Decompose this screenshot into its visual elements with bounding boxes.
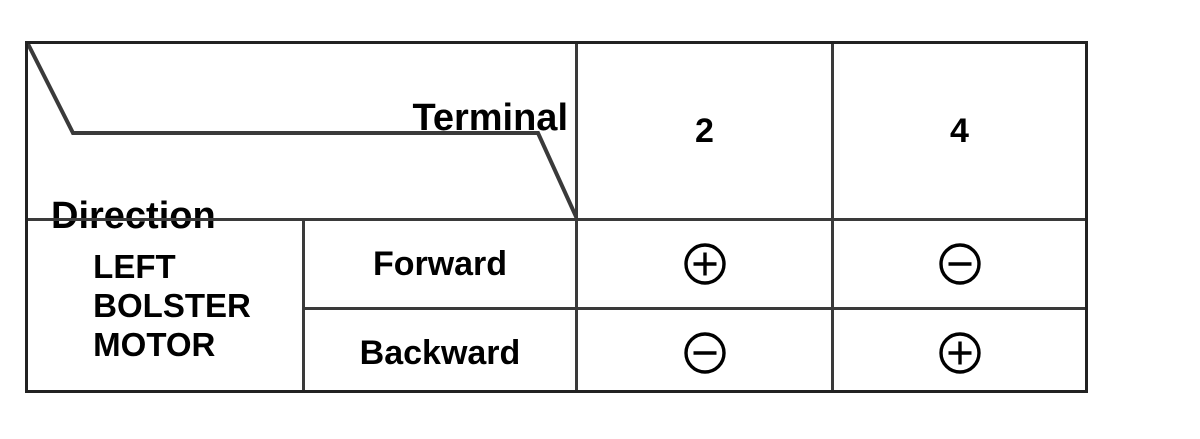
polarity-cell-forward-terminal-4 bbox=[834, 221, 1085, 307]
motor-name-line-2: BOLSTER bbox=[93, 287, 251, 324]
terminal-polarity-table: Terminal Direction 2 4 LEFT BOLSTER MOTO… bbox=[25, 41, 1088, 393]
direction-label-backward: Backward bbox=[359, 333, 521, 372]
circled-plus-icon bbox=[683, 243, 726, 285]
header-bottom-rule bbox=[28, 218, 1085, 221]
polarity-cell-forward-terminal-2 bbox=[578, 221, 831, 307]
terminal-section-divider-rule bbox=[575, 44, 578, 390]
header-terminal-label: Terminal bbox=[412, 97, 568, 139]
column-header-terminal-4: 4 bbox=[950, 111, 969, 150]
motor-name-cell: LEFT BOLSTER MOTOR bbox=[28, 221, 302, 390]
motor-column-divider-rule bbox=[302, 218, 305, 390]
column-header-terminal-2: 2 bbox=[695, 111, 714, 150]
header-direction-label: Direction bbox=[51, 195, 216, 237]
terminal-column-divider-rule bbox=[831, 44, 834, 390]
motor-name-line-3: MOTOR bbox=[93, 326, 216, 363]
polarity-cell-backward-terminal-2 bbox=[578, 310, 831, 396]
polarity-cell-backward-terminal-4 bbox=[834, 310, 1085, 396]
circled-minus-icon bbox=[683, 332, 726, 374]
row-divider-rule bbox=[302, 307, 1085, 310]
motor-name-line-1: LEFT bbox=[93, 248, 176, 285]
circled-minus-icon bbox=[938, 243, 981, 285]
direction-label-forward: Forward bbox=[372, 244, 508, 283]
circled-plus-icon bbox=[938, 332, 981, 374]
